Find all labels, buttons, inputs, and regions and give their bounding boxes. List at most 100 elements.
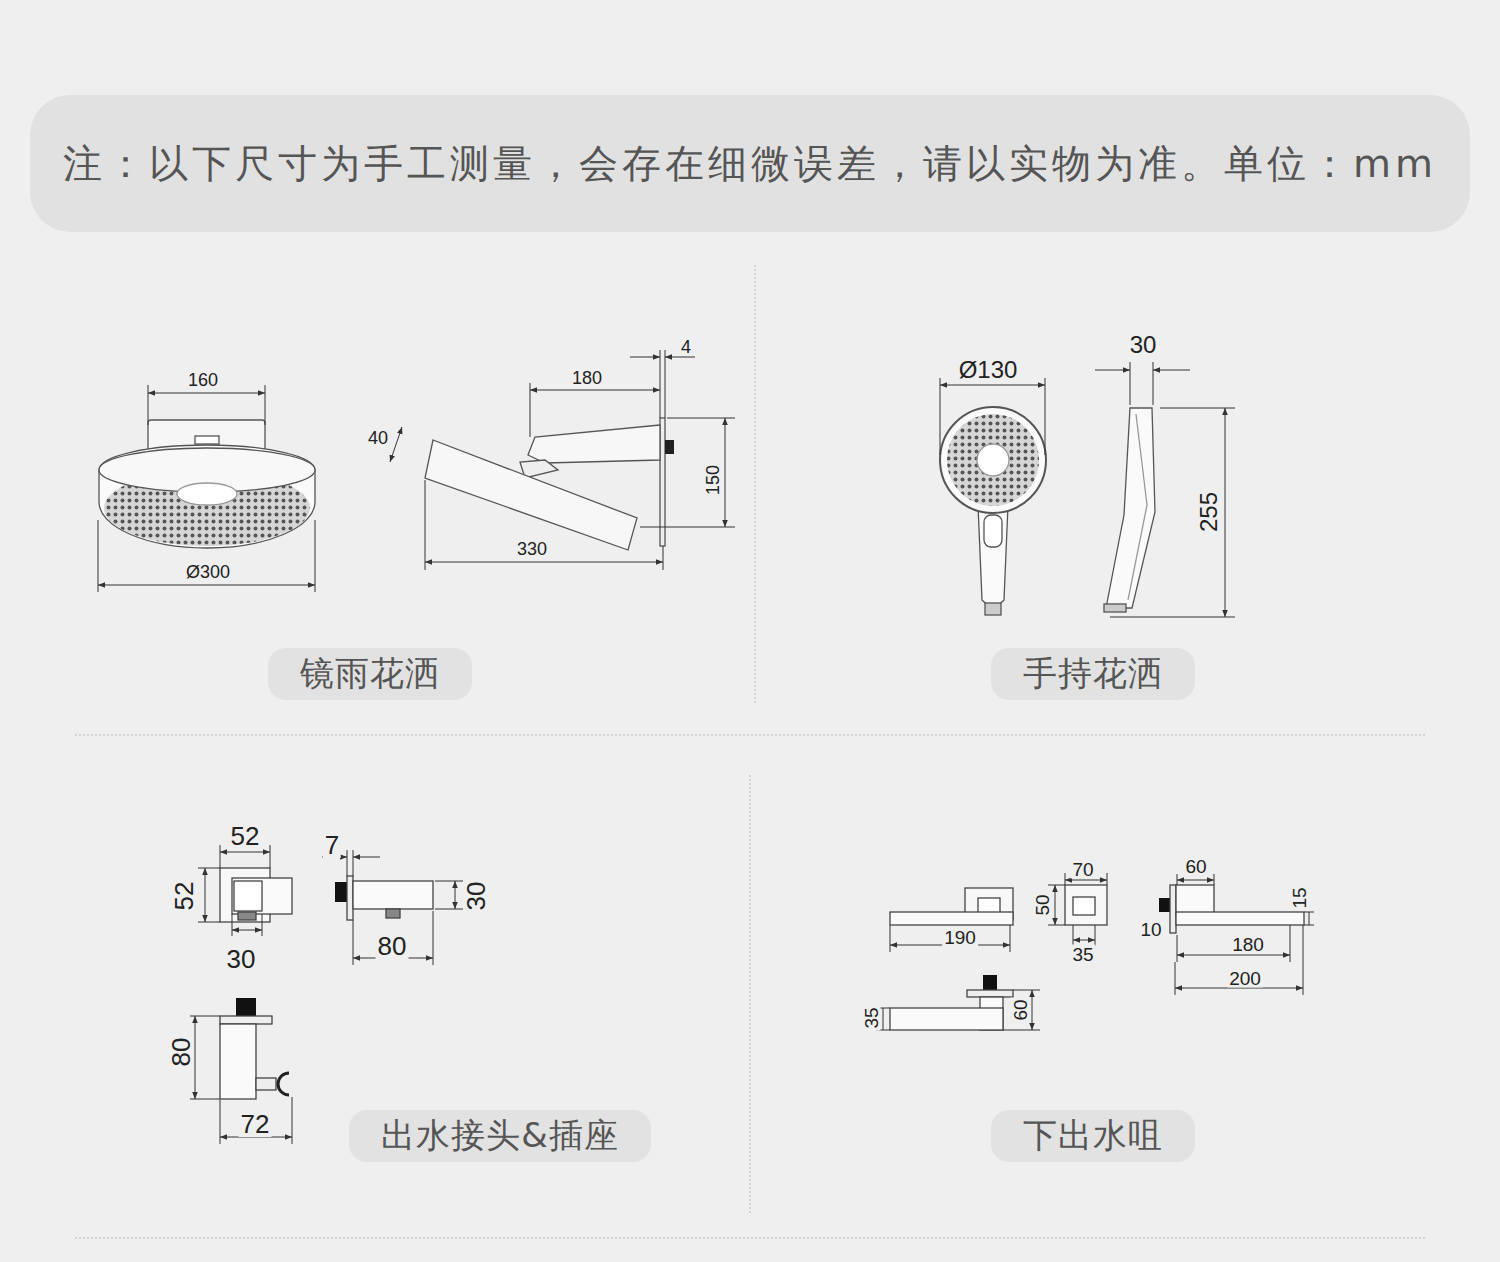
dimension-line [1130, 362, 1131, 405]
dimension-line [315, 520, 316, 592]
dimension-line [1065, 873, 1066, 885]
dimension-line [1003, 1030, 1040, 1031]
dimension-value: 50 [1033, 892, 1052, 917]
dimension-value: 80 [376, 933, 409, 959]
outlet-connector [232, 878, 292, 914]
spout-views [1176, 912, 1304, 925]
dimension-line [220, 852, 270, 853]
dimension-value: 70 [1070, 860, 1095, 879]
shower-holder [236, 998, 256, 1016]
dimension-value: 30 [463, 880, 489, 913]
divider-line [75, 735, 1425, 736]
dimension-line [1045, 378, 1046, 455]
dimension-line [1177, 880, 1214, 881]
dimension-line [1153, 362, 1154, 405]
spout-views [978, 898, 1000, 913]
dimension-line [1065, 880, 1107, 881]
rain-shower-side [528, 425, 660, 463]
dimension-value: 330 [515, 540, 549, 558]
dimension-line [1073, 925, 1074, 946]
spout-views [890, 912, 1013, 925]
shower-holder [220, 998, 289, 1099]
dimension-line [1177, 935, 1178, 962]
dimension-value: 15 [1290, 885, 1309, 910]
dimension-line [725, 418, 726, 527]
dimension-line [940, 385, 1045, 386]
dimension-line [663, 546, 664, 570]
dimension-line [640, 527, 735, 528]
dimension-line [1107, 873, 1108, 885]
dimension-line [876, 873, 1314, 1030]
outlet-connector [220, 868, 433, 922]
hand-shower-side [1104, 604, 1126, 612]
divider-line [75, 1238, 1425, 1239]
hand-shower-side [1106, 408, 1155, 608]
dimension-line [148, 393, 265, 394]
dimension-line [98, 385, 315, 592]
section-tag: 出水接头&插座 [349, 1110, 651, 1162]
note-banner: 注：以下尺寸为手工测量，会存在细微误差，请以实物为准。单位：mm [30, 95, 1470, 232]
section-title: 镜雨花洒 [300, 651, 440, 697]
dimension-line [390, 427, 402, 462]
dimension-value: 10 [1138, 920, 1163, 939]
section-title: 下出水咀 [1023, 1113, 1163, 1159]
dimension-value: 52 [171, 880, 197, 913]
dimension-line [148, 385, 149, 425]
dimension-line [220, 845, 221, 868]
dimension-value: 60 [1183, 857, 1208, 876]
dimension-line [262, 914, 263, 936]
spout-views [967, 990, 1013, 997]
dimension-line [1013, 990, 1040, 991]
dimension-value: 40 [366, 429, 390, 447]
spout-views [1065, 885, 1107, 925]
spout-views [1159, 898, 1170, 912]
dimension-line [890, 925, 891, 952]
hand-shower-front [978, 505, 1008, 606]
dimension-line [190, 845, 465, 1144]
dimension-value: 60 [1011, 997, 1030, 1022]
dimension-line [665, 350, 666, 418]
divider-line [75, 265, 1425, 1238]
section-tag: 手持花洒 [991, 648, 1195, 700]
dimension-line [198, 922, 220, 923]
dimension-line [1095, 370, 1130, 371]
hand-shower-front [940, 407, 1046, 513]
spout-views [1176, 885, 1214, 915]
dimension-line [353, 850, 354, 876]
hand-shower-front [940, 407, 1046, 615]
dimension-line [1010, 925, 1011, 952]
dimension-line [98, 585, 315, 586]
dimension-line [425, 562, 663, 563]
dimension-line [425, 480, 426, 570]
dimension-line [883, 1008, 884, 1030]
dimension-line [265, 385, 266, 425]
dimension-value: 7 [323, 832, 341, 858]
dimension-line [940, 362, 1235, 617]
dimension-line [1290, 925, 1291, 962]
dimension-value: 35 [1070, 945, 1095, 964]
dimension-line [98, 520, 99, 592]
outlet-connector [234, 881, 262, 911]
dimension-value: 180 [570, 369, 604, 387]
dimension-line [1153, 370, 1190, 371]
hand-shower-side [1128, 414, 1147, 600]
dimension-line [353, 857, 380, 858]
dimension-line [433, 911, 434, 965]
rain-shower-front [99, 420, 315, 548]
dimension-line [665, 357, 695, 358]
dimension-value: 52 [229, 823, 262, 849]
outlet-connector [347, 876, 353, 920]
spout-views [890, 885, 1304, 1030]
dimension-value: 200 [1227, 969, 1263, 988]
spout-views [1170, 885, 1176, 933]
dimension-line [232, 914, 233, 936]
note-text: 注：以下尺寸为手工测量，会存在细微误差，请以实物为准。单位：mm [63, 137, 1437, 191]
dimension-line [1095, 925, 1096, 946]
outlet-connector [238, 912, 256, 920]
rain-shower-side [425, 418, 674, 550]
dimension-line [1110, 617, 1235, 618]
dimension-line [1048, 925, 1065, 926]
dimension-value: Ø130 [957, 358, 1020, 382]
dimension-line [435, 881, 465, 882]
dimension-value: 4 [679, 338, 693, 356]
